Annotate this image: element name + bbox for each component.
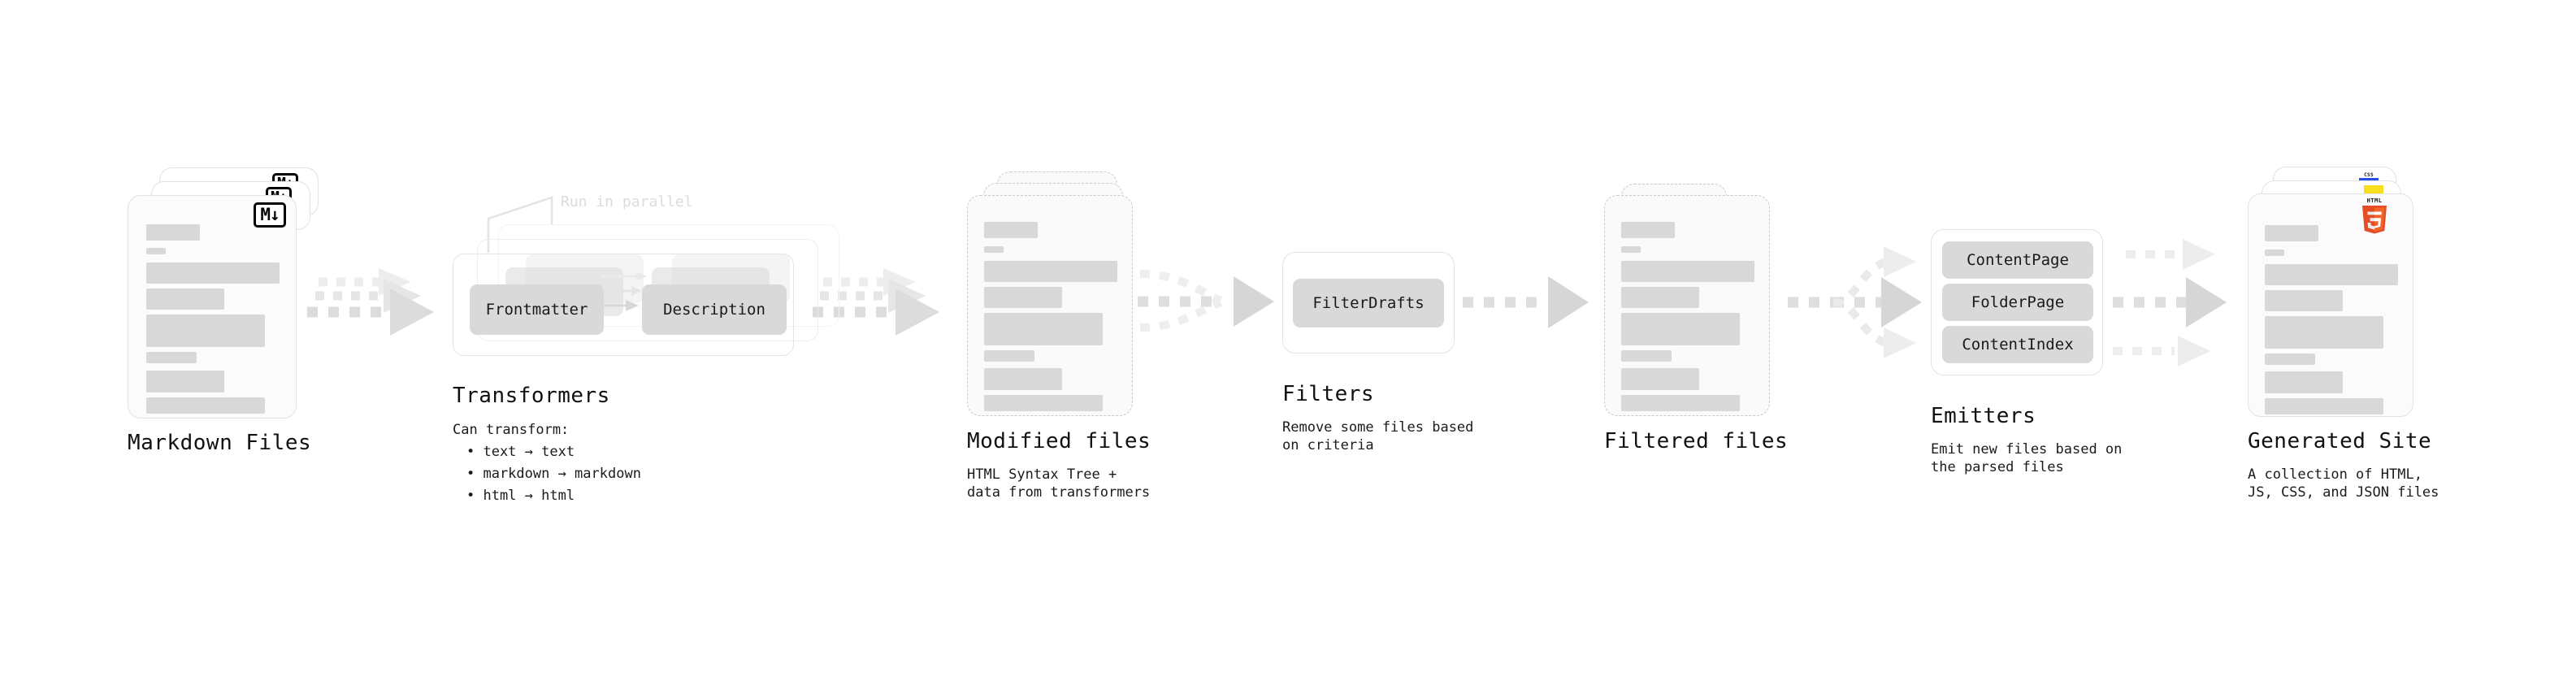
html5-icon: HTML [2361, 197, 2388, 234]
chip-description[interactable]: Description [642, 284, 787, 335]
stage-label-emitters: Emitters [1931, 404, 2036, 428]
doc-line [2265, 398, 2383, 414]
doc-line [2265, 249, 2284, 256]
chip-frontmatter[interactable]: Frontmatter [470, 284, 604, 335]
chip-filterdrafts[interactable]: FilterDrafts [1293, 279, 1444, 327]
doc-line [984, 287, 1062, 308]
doc-line [146, 288, 224, 310]
doc-line [984, 313, 1103, 345]
stage-label-markdown-files: Markdown Files [128, 431, 312, 455]
doc-line [1621, 313, 1740, 345]
doc-line [984, 222, 1038, 238]
arrow-markdown-to-transformers [307, 268, 434, 336]
run-in-parallel-label: Run in parallel [561, 193, 693, 210]
arrow-filters-to-filtered [1463, 276, 1589, 328]
doc-line [146, 262, 280, 284]
modified-card-front [967, 195, 1133, 416]
doc-line [146, 224, 200, 241]
filters-description: Remove some files based on criteria [1282, 419, 1474, 453]
stage-label-filtered-files: Filtered files [1604, 429, 1789, 453]
stage-label-filters: Filters [1282, 382, 1375, 406]
arrow-filtered-to-emitters [1788, 246, 1922, 358]
doc-line [1621, 395, 1740, 411]
transformers-bullet-2: • markdown → markdown [466, 466, 641, 482]
doc-line [984, 368, 1062, 390]
doc-line [146, 397, 265, 414]
markdown-card-front [128, 195, 297, 419]
doc-line [984, 261, 1117, 282]
doc-line [2265, 354, 2315, 365]
site-card-front [2248, 193, 2413, 417]
doc-line [984, 395, 1103, 411]
transformers-bullet-1: • text → text [466, 444, 575, 460]
html5-icon-label: HTML [2366, 197, 2383, 204]
doc-line [984, 246, 1004, 253]
filtered-card-front [1604, 195, 1770, 416]
doc-line [146, 352, 197, 363]
doc-line [2265, 316, 2383, 349]
doc-line [1621, 222, 1675, 238]
doc-line [1621, 368, 1699, 390]
arrow-emitters-to-site [2113, 239, 2227, 367]
doc-line [1621, 261, 1754, 282]
doc-line [146, 314, 265, 347]
stage-label-modified-files: Modified files [967, 429, 1151, 453]
chip-contentindex[interactable]: ContentIndex [1942, 326, 2093, 363]
stage-label-transformers: Transformers [453, 384, 610, 408]
generated-site-description: A collection of HTML, JS, CSS, and JSON … [2248, 466, 2439, 501]
modified-files-description: HTML Syntax Tree + data from transformer… [967, 466, 1151, 501]
doc-line [146, 248, 166, 254]
doc-line [1621, 350, 1672, 362]
doc-line [1621, 287, 1699, 308]
markdown-icon: M↓ [254, 202, 286, 228]
transformers-bullet-3: • html → html [466, 488, 575, 504]
transformer-frame-front [453, 254, 794, 356]
doc-line [2265, 264, 2398, 285]
css-icon: CSS [2359, 173, 2379, 180]
doc-line [1621, 246, 1641, 253]
transformers-description: Can transform: [453, 422, 570, 438]
arrow-modified-to-filters [1138, 270, 1274, 332]
doc-line [146, 371, 224, 393]
chip-contentpage[interactable]: ContentPage [1942, 241, 2093, 279]
doc-line [2265, 290, 2343, 311]
emitters-description: Emit new files based on the parsed files [1931, 441, 2123, 475]
doc-line [984, 350, 1034, 362]
stage-label-generated-site: Generated Site [2248, 429, 2432, 453]
doc-line [2265, 371, 2343, 393]
doc-line [2265, 225, 2318, 241]
chip-folderpage[interactable]: FolderPage [1942, 284, 2093, 321]
